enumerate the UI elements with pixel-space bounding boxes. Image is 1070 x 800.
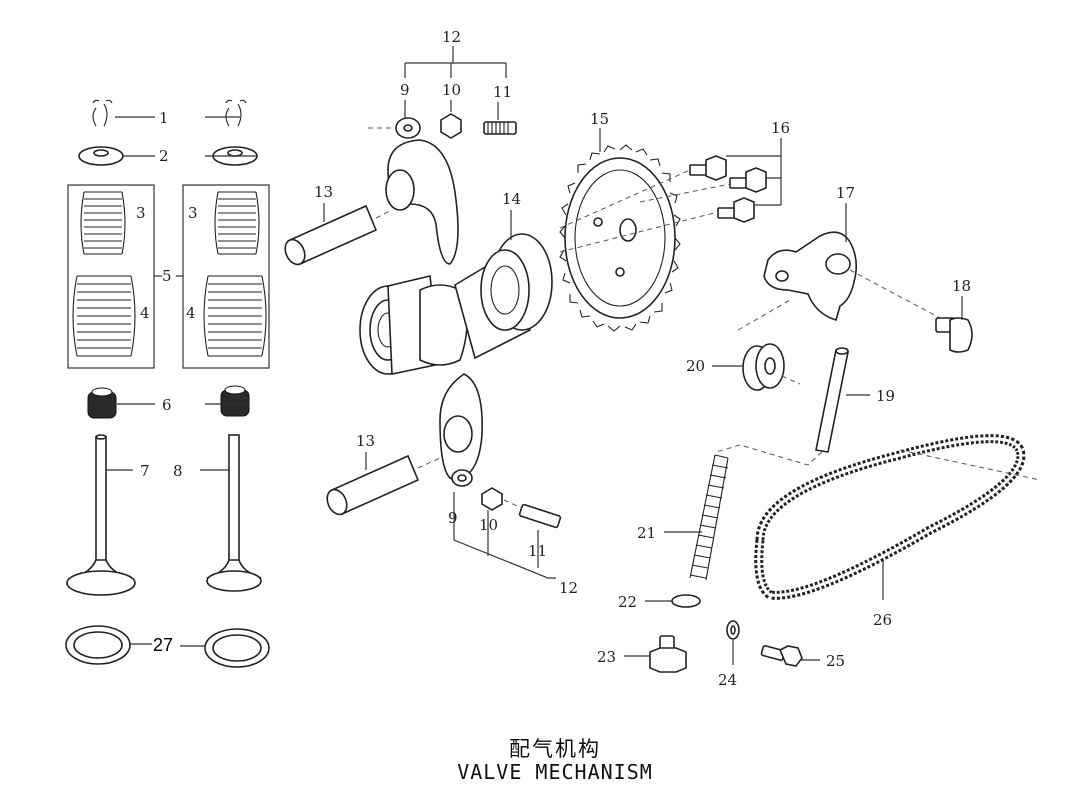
callout-20: 20	[686, 357, 705, 375]
callout-3-left: 3	[136, 204, 146, 222]
tensioner-spring	[689, 454, 729, 581]
rocker-arm-lower	[439, 373, 562, 529]
valve-washer-right	[204, 628, 270, 668]
valve-retainer-left	[78, 146, 124, 166]
guide-roller	[737, 299, 801, 391]
outer-spring-right	[203, 275, 267, 357]
callout-26: 26	[873, 611, 892, 629]
callout-4-left: 4	[140, 304, 150, 322]
adjust-screw-upper	[483, 121, 517, 135]
callout-23: 23	[597, 648, 616, 666]
spring-washer	[671, 594, 701, 608]
callout-15: 15	[590, 110, 609, 128]
adjust-screw-lower	[503, 499, 562, 529]
callout-8: 8	[173, 462, 183, 480]
callout-4-right: 4	[186, 304, 196, 322]
callout-13-lower: 13	[356, 432, 375, 450]
valve-assembly-right	[182, 99, 270, 668]
chain-guide-bolt	[760, 644, 803, 667]
callout-13-upper: 13	[314, 183, 333, 201]
diagram-title-chinese: 配气机构	[509, 737, 601, 761]
adjust-nut-lower	[481, 487, 503, 511]
outer-spring-left	[72, 275, 136, 357]
exhaust-valve	[206, 434, 262, 592]
diagram-title-english: VALVE MECHANISM	[457, 760, 653, 784]
rocker-arm-upper	[368, 113, 517, 265]
camshaft	[359, 233, 553, 375]
callout-11-lower: 11	[528, 542, 547, 560]
callout-27: 27	[153, 635, 173, 655]
tensioner-plug-bolt	[649, 635, 687, 673]
callout-3-right: 3	[188, 204, 198, 222]
callout-21: 21	[637, 524, 656, 542]
callout-12-lower: 12	[559, 579, 578, 597]
callout-17: 17	[836, 184, 855, 202]
tensioner-arm	[763, 231, 858, 321]
valve-keeper-right	[225, 99, 247, 127]
callout-19: 19	[876, 387, 895, 405]
callout-18: 18	[952, 277, 971, 295]
valve-keeper-left	[92, 99, 113, 127]
valve-seal-right	[220, 385, 250, 417]
cam-sprocket	[559, 144, 681, 332]
callout-14: 14	[502, 190, 521, 208]
callout-10-upper: 10	[442, 81, 461, 99]
callout-12-upper: 12	[442, 28, 461, 46]
chain-guide-washer	[726, 620, 740, 640]
inner-spring-left	[80, 191, 126, 255]
timing-chain	[754, 434, 1041, 600]
callout-16: 16	[771, 119, 790, 137]
callout-7: 7	[140, 462, 150, 480]
rocker-shaft-upper	[284, 204, 393, 266]
callout-22: 22	[618, 593, 637, 611]
leader-lines	[106, 46, 963, 665]
intake-valve	[66, 434, 136, 596]
callout-9-upper: 9	[400, 81, 410, 99]
callout-1: 1	[159, 109, 169, 127]
callout-11-upper: 11	[493, 83, 512, 101]
callout-9-lower: 9	[448, 509, 458, 527]
rocker-shaft-lower	[326, 454, 441, 516]
valve-seal-left	[87, 387, 117, 419]
callouts: 1 2 3 3 5 4 4 6 7 8 27 12 9 10 11 13 14 …	[136, 28, 971, 689]
tensioner-bolt	[935, 317, 973, 353]
callout-25: 25	[826, 652, 845, 670]
sprocket-bolts	[559, 155, 767, 253]
valve-washer-left	[65, 625, 131, 665]
valve-assembly-left	[65, 99, 155, 665]
callout-10-lower: 10	[479, 516, 498, 534]
adjust-nut-upper	[440, 113, 462, 139]
inner-spring-right	[214, 191, 260, 255]
callout-24: 24	[718, 671, 737, 689]
callout-2: 2	[159, 147, 169, 165]
tensioner-pushrod	[815, 347, 849, 453]
callout-5: 5	[162, 267, 172, 285]
callout-6: 6	[162, 396, 172, 414]
